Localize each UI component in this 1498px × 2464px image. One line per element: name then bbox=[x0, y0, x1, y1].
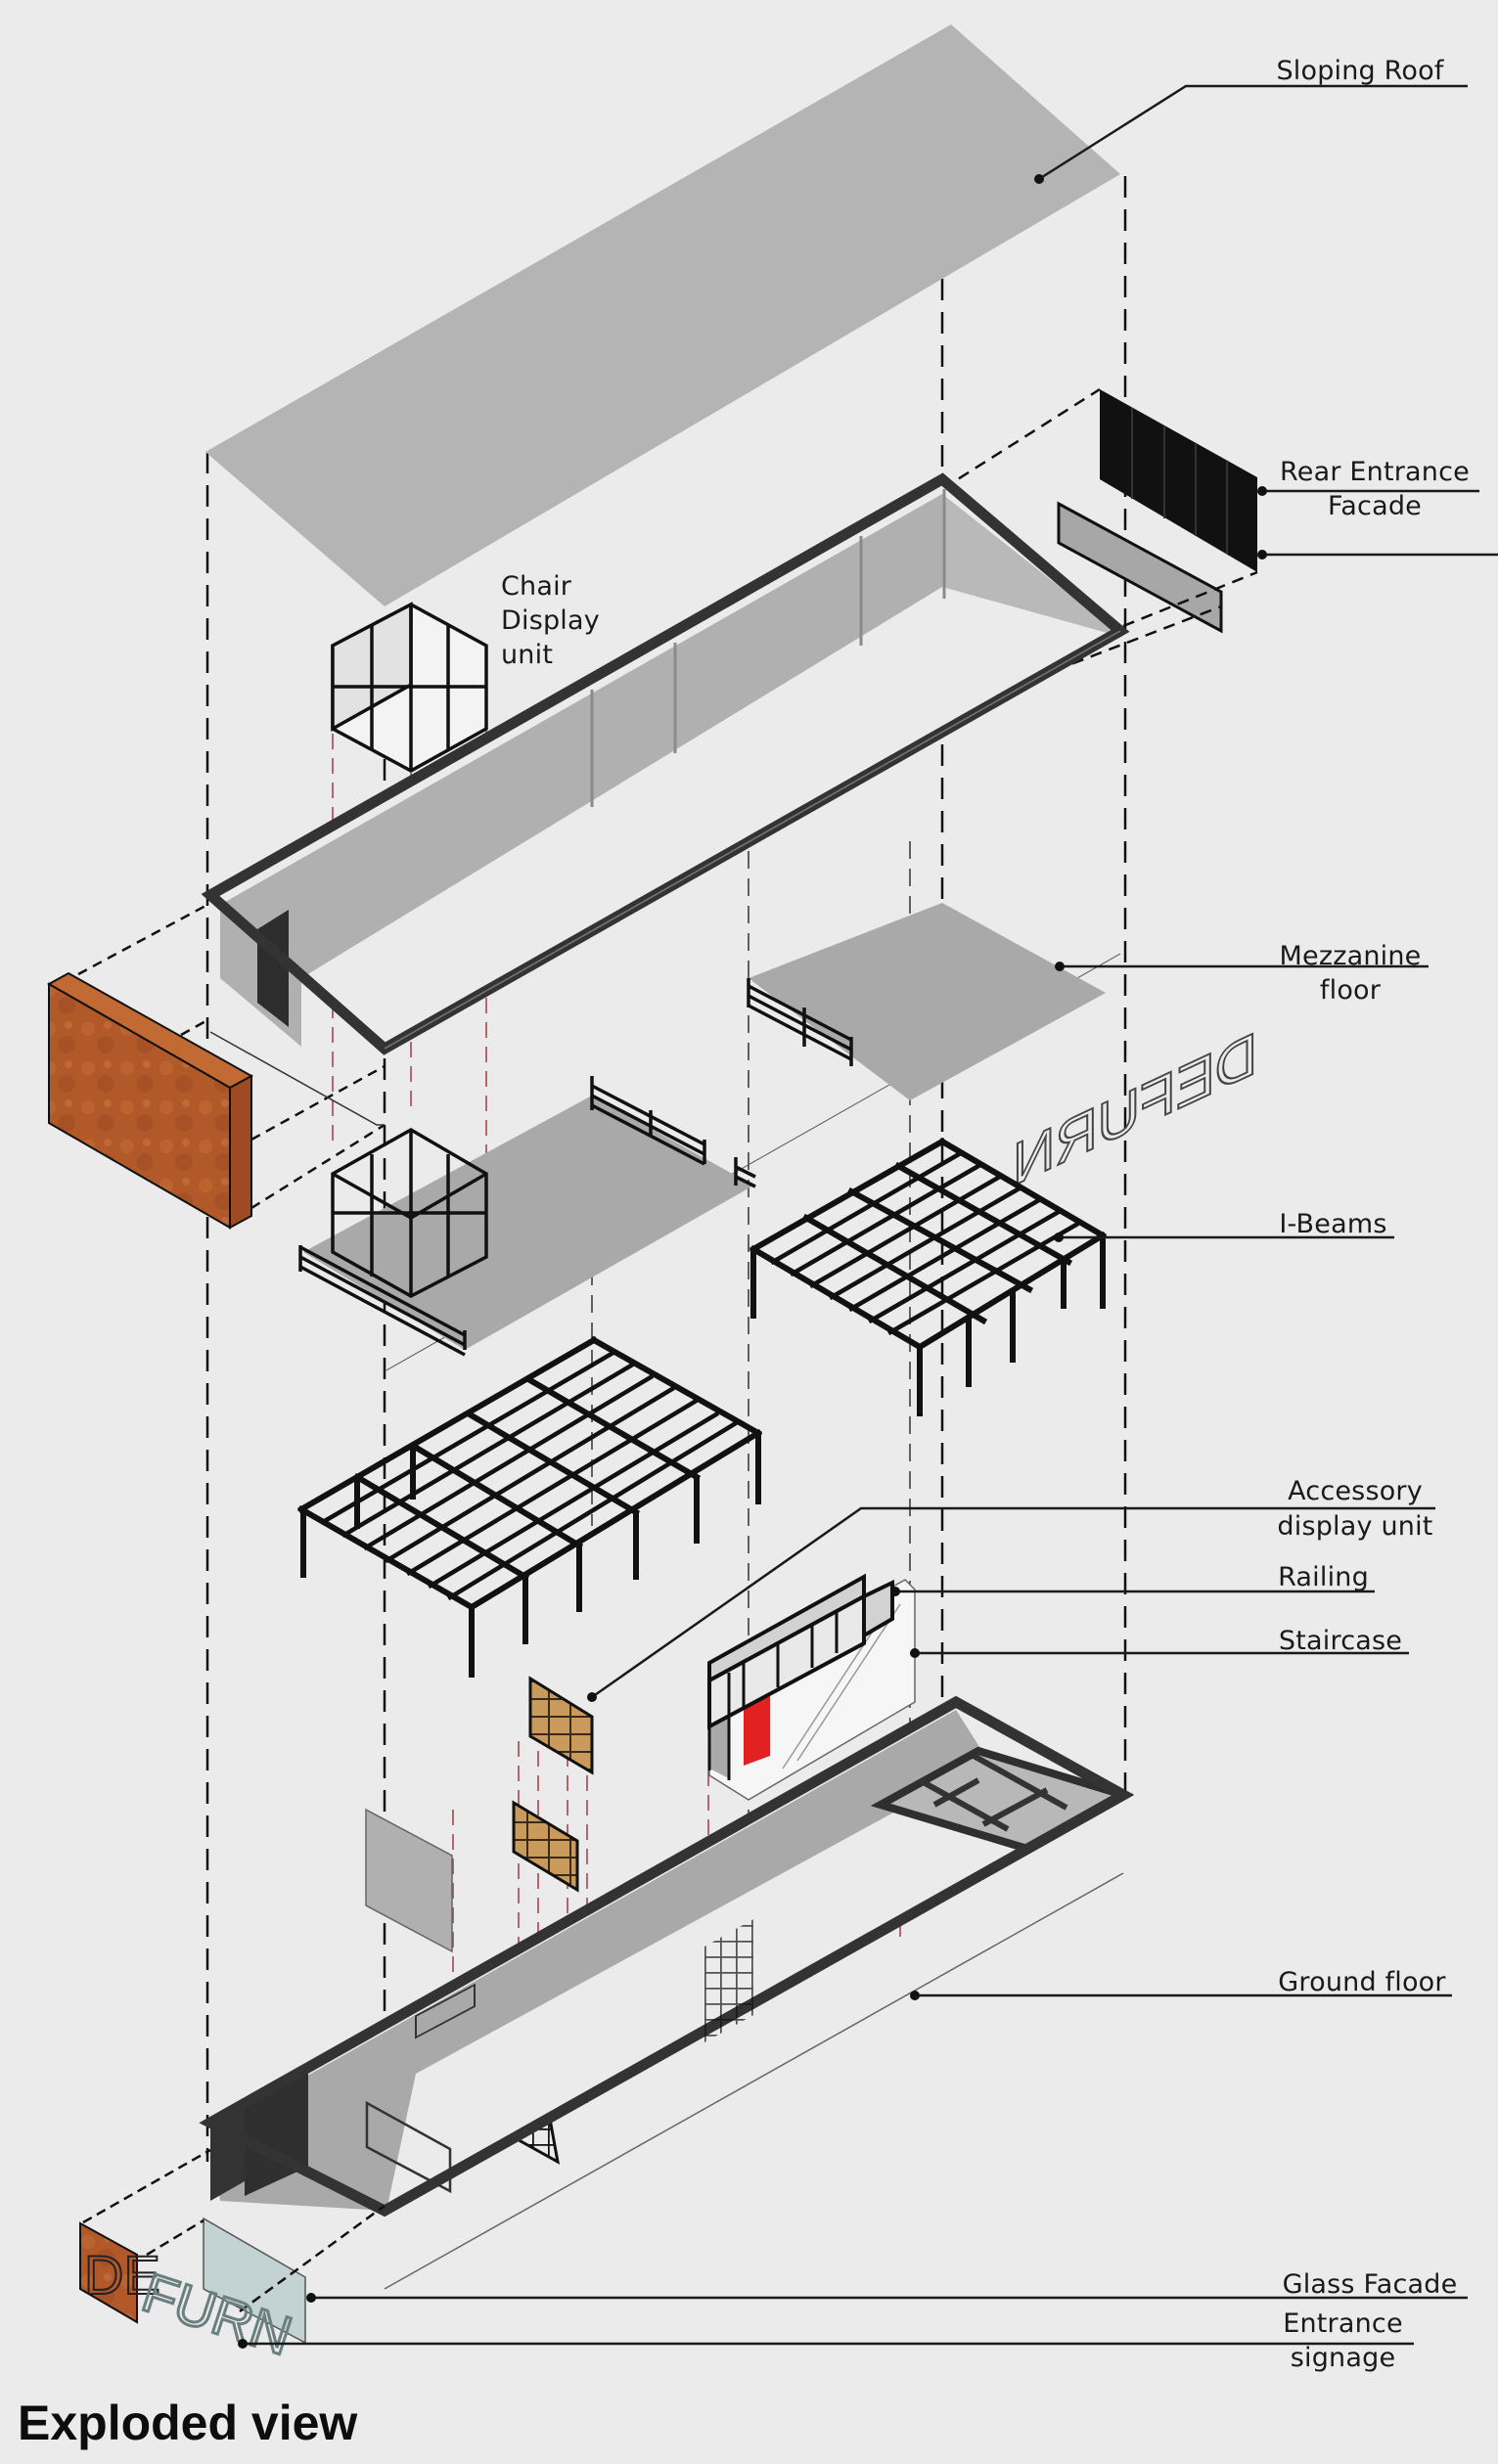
corten-leader bbox=[209, 1031, 385, 1126]
glass-facade-guides bbox=[82, 2148, 386, 2313]
label-accessory-line1: Accessory bbox=[1288, 1476, 1423, 1506]
corten-side-wall bbox=[46, 971, 254, 1230]
label-entrance-signage-line2: signage bbox=[1290, 2343, 1396, 2373]
label-chair-display-line3: unit bbox=[501, 640, 554, 670]
label-mezzanine-line1: Mezzanine bbox=[1279, 941, 1422, 971]
label-chair-display-line2: Display bbox=[501, 605, 600, 636]
label-accessory-line2: display unit bbox=[1277, 1511, 1433, 1542]
label-chair-display-line1: Chair bbox=[501, 571, 572, 602]
i-beams-lower bbox=[296, 1335, 763, 1678]
mezzanine-floor-right bbox=[747, 903, 1106, 1100]
leader-accessory bbox=[591, 1506, 1435, 1699]
chair-display-unit-mezzanine bbox=[331, 1127, 488, 1298]
leader-sloping-roof bbox=[1038, 84, 1468, 181]
mezzanine-floor-main bbox=[298, 1076, 756, 1357]
ground-floor bbox=[199, 1695, 1135, 2218]
rear-facade-guides bbox=[941, 387, 1258, 687]
partition-panel bbox=[365, 1808, 453, 1953]
label-i-beams: I-Beams bbox=[1279, 1209, 1387, 1239]
upper-floor-walls bbox=[201, 472, 1130, 1055]
page-title: Exploded view bbox=[18, 2396, 358, 2450]
label-sloping-roof: Sloping Roof bbox=[1276, 56, 1444, 86]
i-beams-upper bbox=[749, 1137, 1108, 1416]
sloping-roof bbox=[205, 24, 1120, 606]
label-entrance-signage-line1: Entrance bbox=[1283, 2308, 1403, 2339]
label-rear-entrance-facade-line2: Facade bbox=[1328, 491, 1422, 521]
leader-dots bbox=[238, 174, 1267, 2349]
chair-display-unit-top bbox=[331, 602, 488, 773]
rear-entrance-facade: DEFURN bbox=[1012, 389, 1258, 1200]
label-railing: Railing bbox=[1278, 1562, 1369, 1592]
label-glass-facade: Glass Facade bbox=[1282, 2269, 1458, 2300]
corten-guides bbox=[77, 903, 386, 1210]
label-ground-floor: Ground floor bbox=[1278, 1967, 1446, 1997]
ground-floor-shadow-line bbox=[384, 1872, 1124, 2290]
leader-lines bbox=[243, 84, 1498, 2346]
label-staircase: Staircase bbox=[1278, 1626, 1403, 1656]
upper-floor-edge bbox=[384, 630, 1121, 1050]
mirrored-signage-text: DEFURN bbox=[1013, 1020, 1257, 1199]
label-mezzanine-line2: floor bbox=[1319, 975, 1382, 1006]
railing-screen bbox=[707, 1573, 894, 1780]
signage-logo-first: DE bbox=[84, 2244, 160, 2306]
label-rear-entrance-facade-line1: Rear Entrance bbox=[1280, 457, 1470, 487]
